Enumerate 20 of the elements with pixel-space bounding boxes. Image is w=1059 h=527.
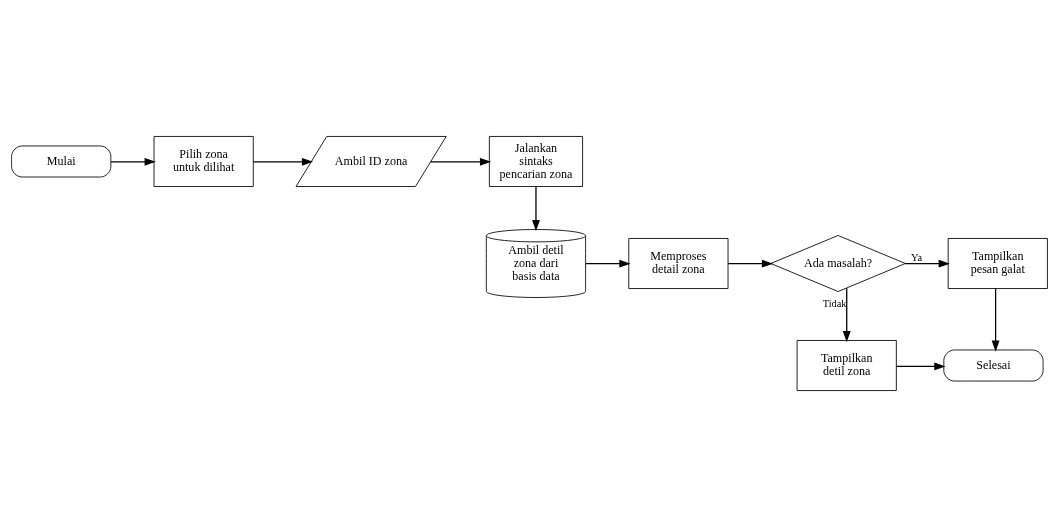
node-box: Jalankan sintaks pencarian zona <box>488 136 583 187</box>
edge-label: Tidak <box>822 298 847 310</box>
arrow <box>904 259 950 268</box>
node-box: Selesai <box>943 349 1044 382</box>
node-diamond: Ada masalah? <box>770 235 906 292</box>
arrow <box>991 288 1000 352</box>
arrow <box>532 186 540 232</box>
node-box: Tampilkan pesan galat <box>947 238 1048 289</box>
arrow <box>430 157 492 166</box>
node-box: Memproses detail zona <box>628 238 729 289</box>
arrow <box>895 362 946 371</box>
arrow <box>252 157 314 166</box>
arrow <box>585 259 631 268</box>
arrow <box>110 157 156 166</box>
node-box: Tampilkan detil zona <box>796 340 897 391</box>
arrow <box>842 287 851 343</box>
node-box: Pilih zona untuk dilihat <box>153 136 254 187</box>
edge-label: Ya <box>911 251 923 263</box>
node-box: Mulai <box>11 145 112 178</box>
arrow <box>727 259 774 268</box>
